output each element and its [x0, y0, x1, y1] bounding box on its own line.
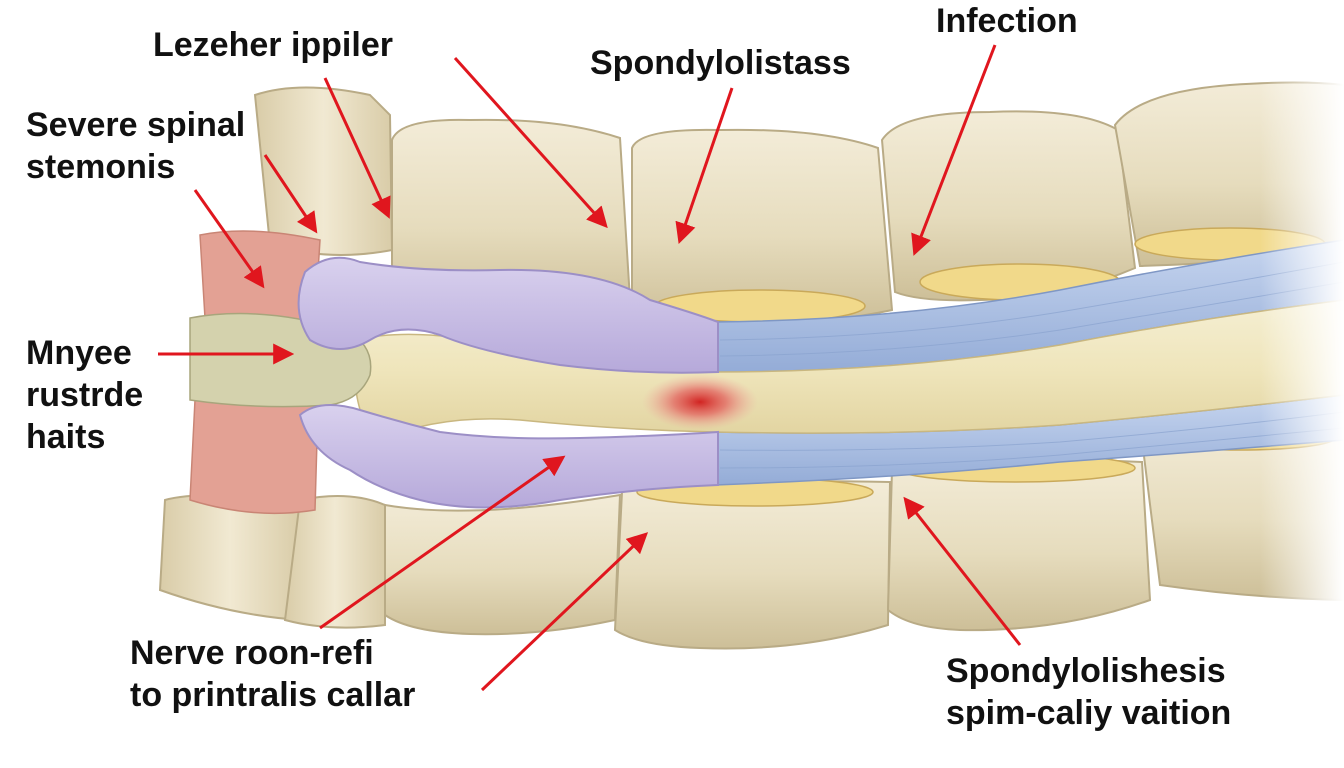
label-stenosis-line2: stemonis [26, 148, 176, 186]
label-nerve-line1: Nerve roon-refi [130, 634, 374, 672]
label-spondylolishesis-line2: spim-caliy vaition [946, 694, 1232, 732]
muscle-lower [189, 396, 319, 515]
disc-upper [297, 256, 719, 374]
arrow-icon [675, 87, 734, 244]
vertebra-upper-4 [880, 110, 1137, 302]
disc-lower [298, 404, 719, 509]
arrow-icon [903, 496, 1022, 646]
arrow-icon [480, 532, 649, 692]
label-lezeher-ippiler: Lezeher ippiler [153, 26, 393, 64]
vertebra-lower-3 [384, 493, 622, 636]
label-mnyee-line1: Mnyee [26, 334, 132, 372]
vertebra-lower-2 [283, 495, 386, 629]
arrow-icon [323, 77, 391, 219]
arrow-icon [263, 154, 318, 234]
lesion [642, 374, 758, 430]
right-fade [1260, 60, 1344, 640]
label-stenosis-line1: Severe spinal [26, 106, 246, 144]
label-severe-spinal-stenosis: Severe spinal stemonis [26, 104, 245, 188]
arrow-icon [453, 56, 608, 229]
label-spondylolishesis-line1: Spondylolishesis [946, 652, 1226, 690]
label-mnyee-line2: rustrde [26, 376, 144, 414]
annotation-arrows [158, 44, 1022, 692]
vertebra-lower-5 [886, 458, 1152, 632]
label-nerve-line2: to printralis callar [130, 676, 416, 714]
label-mnyee-rustrde-haits: Mnyee rustrde haits [26, 332, 143, 458]
arrow-icon [319, 455, 566, 630]
label-spondylolishesis: Spondylolishesis spim-caliy vaition [946, 650, 1231, 734]
nerve-fibers [719, 261, 1344, 469]
label-spondylolistass: Spondylolistass [590, 44, 851, 82]
arrow-icon [911, 44, 997, 256]
label-mnyee-line3: haits [26, 418, 106, 456]
label-nerve-roon: Nerve roon-refi to printralis callar [130, 632, 415, 716]
arrow-icon [193, 189, 265, 289]
label-infection: Infection [936, 2, 1078, 40]
